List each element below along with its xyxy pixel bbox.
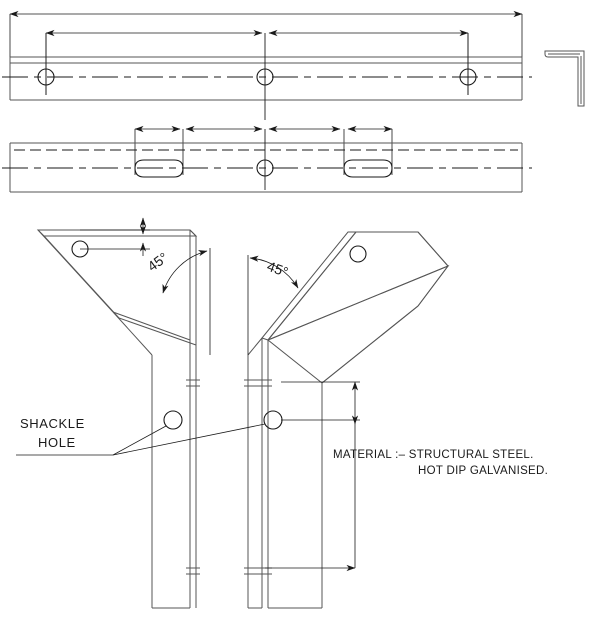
left-arm-end-cut-inner <box>43 235 120 319</box>
angle-left-label: 45° <box>144 249 171 274</box>
slot-outline <box>134 159 184 178</box>
plan-view-group <box>2 10 532 120</box>
plan-plate-outline <box>9 56 523 101</box>
plan-hole-1 <box>37 33 55 95</box>
elevation-slot-2 <box>343 159 393 178</box>
right-leg-shackle-hole <box>263 410 283 430</box>
l-angle-outline <box>544 50 585 107</box>
angle-right-label: 45° <box>265 258 290 280</box>
angle-dimension-left: 45° <box>144 248 211 355</box>
shackle-hole-leader-right <box>112 423 266 456</box>
right-arm-end-cut-top <box>417 231 449 267</box>
elevation-plate-outline <box>9 142 523 193</box>
right-arm-top-flange-face <box>261 231 358 341</box>
left-arm-lower-face-edge <box>112 311 191 341</box>
y-bracket-view-group: 45° 45° <box>16 217 548 609</box>
material-note: MATERIAL :– STRUCTURAL STEEL. HOT DIP GA… <box>333 449 548 477</box>
shackle-hole-callout: SHACKLE HOLE <box>16 416 266 456</box>
right-arm-top-hole <box>349 245 367 263</box>
left-arm-lower-inner-edge <box>118 317 197 346</box>
angle-right-arc <box>249 255 299 289</box>
angle-section-view-group <box>544 50 585 107</box>
shackle-hole-position-dimension <box>265 381 360 572</box>
angle-dimension-right: 45° <box>247 255 299 355</box>
plan-pitch-dimensions <box>45 29 469 95</box>
material-note-line1: MATERIAL :– STRUCTURAL STEEL. <box>333 449 534 461</box>
left-arm-flange-thickness <box>189 229 197 237</box>
slot-outline <box>343 159 393 178</box>
elevation-view-group <box>2 125 532 193</box>
right-arm-upper-face <box>267 231 449 341</box>
left-leg-shoulder-left <box>112 311 153 356</box>
angle-left-arc <box>162 250 208 294</box>
right-arm-lower-end-edge <box>321 305 419 384</box>
material-note-line2: HOT DIP GALVANISED. <box>418 465 548 477</box>
left-arm-flange-dimension <box>80 217 150 256</box>
shackle-hole-label-line1: SHACKLE <box>20 416 85 431</box>
left-arm-top-flange-face <box>36 229 198 237</box>
elevation-slot-1 <box>134 159 184 178</box>
right-arm-end-cut-bottom <box>417 265 449 307</box>
shackle-hole-label-line2: HOLE <box>38 435 76 450</box>
right-leg-shoulder <box>247 337 263 356</box>
left-leg-shackle-hole <box>163 410 183 430</box>
plan-hole-2 <box>256 33 274 120</box>
shackle-hole-leader-left <box>112 425 167 456</box>
elevation-hole-center <box>256 129 274 190</box>
plan-hole-3 <box>459 33 477 95</box>
right-arm-group <box>244 231 450 609</box>
